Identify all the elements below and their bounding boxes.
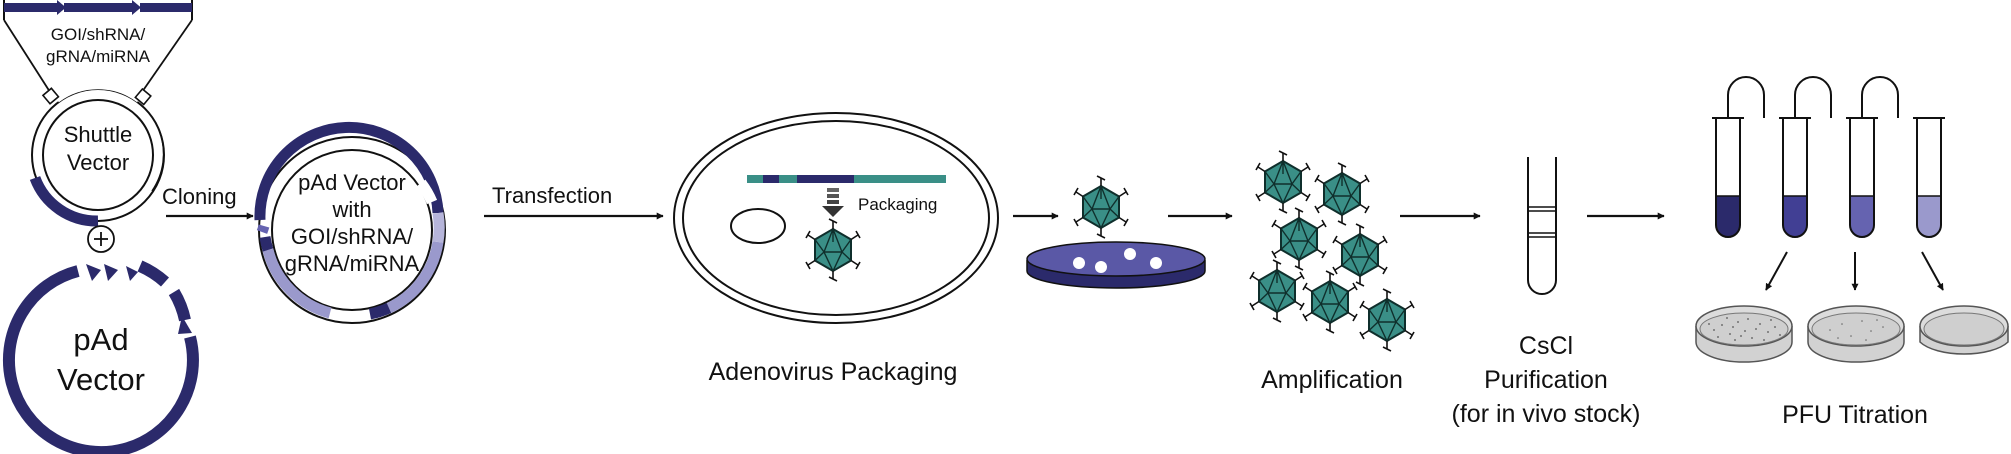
transfection-label: Transfection: [492, 183, 612, 208]
pad-vector-plasmid: pAd Vector: [2, 260, 199, 454]
dilution-series: [1695, 76, 2009, 363]
virion-icon: [1314, 162, 1370, 226]
plating-arrow-icon: [1765, 251, 1788, 291]
cscl-label-line3: (for in vivo stock): [1452, 400, 1641, 428]
recombinant-label-line1: pAd Vector: [298, 170, 406, 195]
petri-dish-1: [1695, 305, 1793, 363]
virion-icon: [1255, 150, 1311, 214]
pfu-label: PFU Titration: [1782, 401, 1928, 429]
cloning-label: Cloning: [162, 184, 237, 209]
insert-segment-2-icon: [64, 3, 132, 12]
transfection-arrow: Transfection: [484, 183, 664, 220]
viral-genome-bar-icon: [747, 175, 946, 183]
shuttle-label-line2: Vector: [67, 150, 129, 175]
virion-icon: [1249, 259, 1305, 323]
cscl-label-line2: Purification: [1484, 366, 1608, 394]
insert-cassette: GOI/shRNA/ gRNA/miRNA: [3, 0, 193, 93]
insert-segment-3-icon: [140, 3, 192, 12]
recombinant-label-line4: gRNA/miRNA: [285, 251, 420, 276]
test-tube-1: [1712, 117, 1744, 238]
virion-icon: [1271, 207, 1327, 271]
recombinant-label-line3: GOI/shRNA/: [291, 224, 414, 249]
insert-label-line2: gRNA/miRNA: [46, 47, 151, 66]
cell-nucleus-icon: [730, 208, 786, 244]
amplified-virions: [1249, 150, 1415, 352]
recombinant-plasmid: pAd Vector with GOI/shRNA/ gRNA/miRNA: [254, 122, 446, 324]
plaque-icon: [1150, 257, 1162, 269]
insert-segment-1-icon: [4, 3, 57, 12]
plus-sign: [87, 225, 115, 253]
shuttle-vector-plasmid: Shuttle Vector: [29, 76, 165, 227]
culture-dish: [1026, 175, 1206, 289]
pad-label-line2: Vector: [57, 362, 145, 397]
shuttle-label-line1: Shuttle: [64, 122, 133, 147]
recombinant-label-line2: with: [331, 197, 371, 222]
packaging-caption: Adenovirus Packaging: [709, 358, 958, 386]
cscl-tube: [1527, 157, 1557, 295]
virion-icon: [1302, 270, 1358, 334]
virion-icon: [1332, 223, 1388, 287]
packaging-inner-label: Packaging: [858, 195, 937, 214]
cscl-label-line1: CsCl: [1519, 332, 1573, 360]
insert-label-line1: GOI/shRNA/: [51, 25, 146, 44]
shuttle-backbone-segment-icon: [29, 175, 99, 227]
test-tube-4: [1913, 117, 1945, 238]
pad-label-line1: pAd: [73, 322, 128, 357]
test-tube-3: [1846, 117, 1878, 238]
test-tube-2: [1779, 117, 1811, 238]
packaging-down-arrow-icon: [822, 188, 844, 217]
plaque-icon: [1095, 261, 1107, 273]
virion-icon: [1359, 288, 1415, 352]
petri-dish-3: [1919, 305, 2009, 355]
packaging-cell: Packaging: [673, 112, 999, 324]
amplification-label: Amplification: [1261, 366, 1403, 394]
plaque-icon: [1124, 248, 1136, 260]
cloning-arrow: Cloning: [162, 184, 254, 220]
plaque-icon: [1073, 257, 1085, 269]
dish-virion-icon: [1073, 175, 1129, 239]
plating-arrow-icon: [1921, 251, 1944, 291]
petri-dish-2: [1807, 305, 1905, 363]
